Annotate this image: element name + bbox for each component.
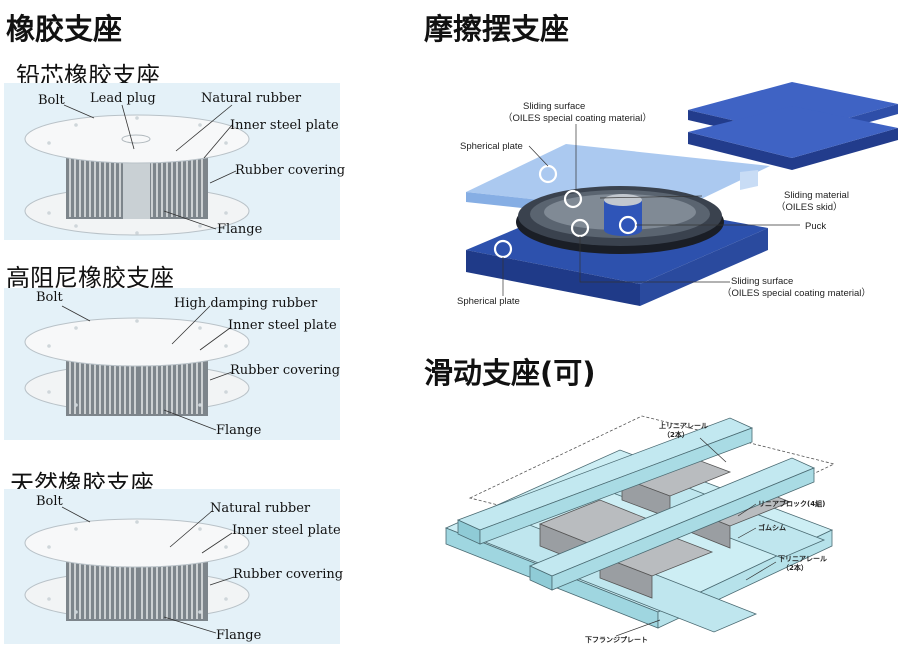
- label-puck: Puck: [805, 221, 827, 232]
- label-spherical-plate-bottom: Spherical plate: [457, 296, 520, 307]
- label-upper-rail-count: （2本）: [663, 431, 689, 439]
- label-flange: Flange: [217, 222, 263, 237]
- label-inner-steel-plate: Inner steel plate: [232, 523, 341, 538]
- lower-flange-plate: [444, 449, 834, 629]
- label-natural-rubber: Natural rubber: [210, 501, 311, 516]
- label-rubber-covering: Rubber covering: [233, 567, 344, 582]
- title-sliding-bearing: 滑动支座(可): [424, 356, 596, 390]
- label-flange: Flange: [216, 628, 262, 643]
- label-rubber-covering: Rubber covering: [235, 163, 346, 178]
- label-sliding-surface-top: Sliding surface: [523, 101, 586, 112]
- natural-panel: Bolt Natural rubber Inner steel plate Ru…: [4, 489, 344, 644]
- assembled-pendulum-bearing: [688, 82, 898, 170]
- label-sliding-surface-bottom: Sliding surface: [731, 276, 794, 287]
- upper-spherical-plate: [466, 144, 770, 224]
- label-lower-flange-plate: 下フランジプレート: [585, 636, 648, 644]
- label-bolt: Bolt: [38, 93, 65, 108]
- high-damping-title: 高阻尼橡胶支座: [6, 264, 174, 292]
- label-inner-steel-plate: Inner steel plate: [230, 118, 339, 133]
- natural-bearing-figure: [24, 506, 250, 634]
- title-rubber-bearing: 橡胶支座: [6, 12, 123, 46]
- puck: [604, 194, 642, 236]
- label-natural-rubber: Natural rubber: [201, 91, 302, 106]
- label-bolt: Bolt: [36, 494, 63, 509]
- label-lower-rail: 下リニアレール: [778, 555, 827, 563]
- lower-rails: [478, 469, 826, 633]
- label-upper-rail: 上リニアレール: [659, 422, 708, 430]
- label-sliding-surface-bottom-sub: （OILES special coating material）: [722, 288, 871, 299]
- label-sliding-material: Sliding material: [784, 190, 849, 201]
- label-rubber-shim: ゴムシム: [758, 524, 786, 532]
- lead-core-panel: Bolt Lead plug Natural rubber Inner stee…: [4, 83, 345, 240]
- label-lead-plug: Lead plug: [90, 91, 156, 106]
- label-inner-steel-plate: Inner steel plate: [228, 318, 337, 333]
- label-sliding-material-sub: （OILES skid）: [776, 202, 843, 213]
- label-bolt: Bolt: [36, 290, 63, 305]
- label-linear-block: リニアブロック(4組): [758, 500, 826, 508]
- label-sliding-surface-top-sub: （OILES special coating material）: [503, 113, 652, 124]
- label-lower-rail-count: （2本）: [782, 564, 808, 572]
- high-damping-panel: Bolt High damping rubber Inner steel pla…: [4, 288, 340, 440]
- title-friction-pendulum: 摩擦摆支座: [424, 12, 570, 46]
- linear-blocks: [538, 453, 792, 599]
- label-flange: Flange: [216, 423, 262, 438]
- lead-core-bearing-figure: [24, 104, 250, 236]
- high-damping-bearing-figure: [24, 305, 250, 431]
- label-rubber-covering: Rubber covering: [230, 363, 341, 378]
- label-high-damping-rubber: High damping rubber: [174, 296, 318, 311]
- label-spherical-plate-top: Spherical plate: [460, 141, 523, 152]
